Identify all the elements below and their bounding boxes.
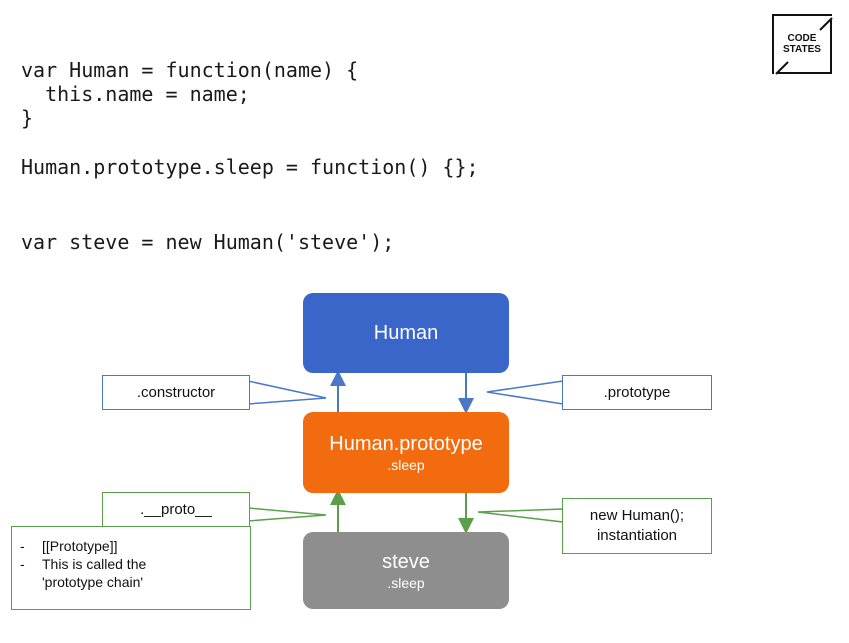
prototype-chain-note: - [[Prototype]] - This is called the 'pr… — [11, 526, 251, 610]
human-node-title: Human — [373, 322, 439, 344]
steve-node-title: steve — [382, 550, 430, 573]
note-bullet-spacer — [20, 573, 42, 591]
code-line: this.name = name; — [21, 82, 250, 106]
prototype-callout: .prototype — [562, 375, 712, 410]
prototype-pointer — [486, 380, 564, 405]
code-states-logo: CODE STATES — [772, 14, 833, 75]
steve-node: steve .sleep — [303, 532, 509, 609]
note-bullet: - — [20, 556, 25, 572]
code-prototype-line: Human.prototype.sleep = function() {}; — [21, 155, 479, 179]
logo-corner-lines — [774, 16, 833, 75]
proto-label: .__proto__ — [140, 501, 212, 518]
constructor-label: .constructor — [136, 384, 216, 401]
new-human-callout: new Human(); instantiation — [562, 498, 712, 554]
new-human-label: new Human(); — [589, 507, 685, 524]
code-line: } — [21, 106, 34, 130]
logo-text-states: STATES — [783, 44, 821, 55]
prototype-label: .prototype — [603, 384, 671, 401]
note-text: [[Prototype]] — [42, 538, 118, 554]
note-item: - [[Prototype]] — [20, 537, 242, 555]
new-human-pointer — [477, 508, 564, 523]
proto-callout: .__proto__ — [102, 492, 250, 527]
note-text: 'prototype chain' — [42, 574, 144, 590]
steve-node-method: .sleep — [387, 574, 425, 591]
note-text: This is called the — [42, 556, 147, 572]
note-item: 'prototype chain' — [20, 573, 242, 591]
human-prototype-node: Human.prototype .sleep — [303, 412, 509, 493]
human-prototype-node-method: .sleep — [387, 456, 425, 473]
code-line: var Human = function(name) { — [21, 58, 359, 82]
note-bullet: - — [20, 538, 25, 554]
instantiation-label: instantiation — [596, 527, 678, 544]
code-instance-line: var steve = new Human('steve'); — [21, 230, 395, 254]
constructor-callout: .constructor — [102, 375, 250, 410]
note-item: - This is called the — [20, 555, 242, 573]
constructor-pointer — [247, 380, 327, 405]
human-node: Human — [303, 293, 509, 373]
code-constructor-block: var Human = function(name) { this.name =… — [21, 58, 358, 130]
logo-text-code: CODE — [787, 33, 817, 44]
proto-pointer — [247, 507, 327, 522]
human-prototype-node-title: Human.prototype — [329, 432, 483, 455]
